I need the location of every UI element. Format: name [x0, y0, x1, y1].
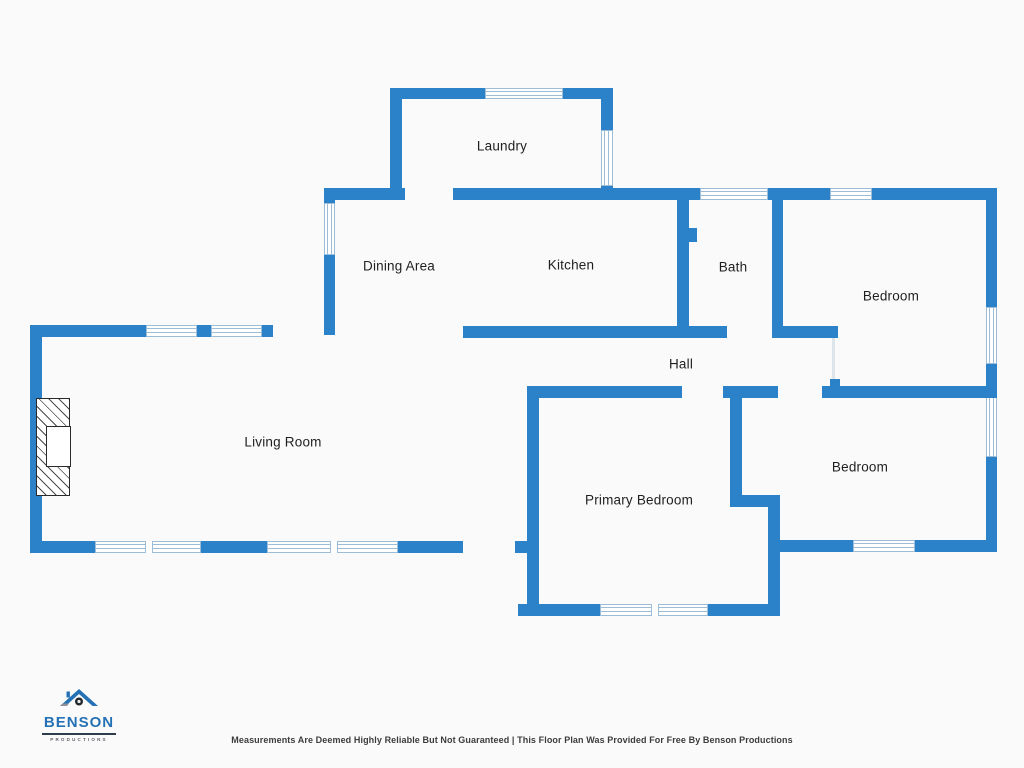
window: [853, 540, 915, 552]
wall: [986, 188, 997, 552]
wall: [723, 386, 778, 398]
wall: [772, 326, 838, 338]
wall: [324, 188, 405, 200]
wall: [515, 541, 527, 553]
room-label-bath: Bath: [718, 259, 748, 275]
logo-subtitle: PRODUCTIONS: [50, 736, 108, 742]
benson-productions-logo: BENSON PRODUCTIONS: [36, 686, 122, 742]
room-label-kitchen: Kitchen: [547, 257, 595, 273]
disclaimer-text: Measurements Are Deemed Highly Reliable …: [231, 735, 793, 745]
room-label-bedroom-southeast: Bedroom: [831, 459, 889, 475]
window: [600, 604, 708, 616]
wall: [822, 386, 997, 398]
wall: [463, 326, 727, 338]
window: [986, 307, 997, 364]
window: [267, 541, 398, 553]
wall: [730, 495, 780, 507]
logo-divider: [42, 732, 116, 735]
wall: [527, 386, 682, 398]
wall: [730, 398, 742, 507]
wall: [689, 228, 697, 242]
window: [324, 203, 335, 255]
window: [830, 188, 872, 200]
wall: [772, 188, 783, 338]
room-label-dining-area: Dining Area: [363, 258, 435, 274]
window: [986, 397, 997, 457]
room-label-hall: Hall: [668, 356, 694, 372]
room-label-laundry: Laundry: [476, 138, 528, 154]
wall: [527, 386, 539, 616]
roof-camera-icon: [60, 689, 98, 706]
wall: [677, 188, 689, 338]
room-label-bedroom-northeast: Bedroom: [862, 288, 920, 304]
fireplace-opening: [46, 426, 71, 467]
wall: [324, 188, 335, 335]
wall: [390, 88, 402, 200]
window: [211, 325, 262, 337]
room-label-living-room: Living Room: [244, 434, 322, 450]
window: [485, 88, 563, 99]
window: [601, 130, 613, 186]
room-label-primary-bedroom: Primary Bedroom: [584, 492, 694, 508]
window: [146, 325, 197, 337]
window: [700, 188, 768, 200]
window: [95, 541, 201, 553]
door-opening: [832, 338, 835, 386]
logo-name: BENSON: [43, 714, 115, 731]
wall: [830, 379, 840, 386]
wall: [768, 495, 780, 616]
